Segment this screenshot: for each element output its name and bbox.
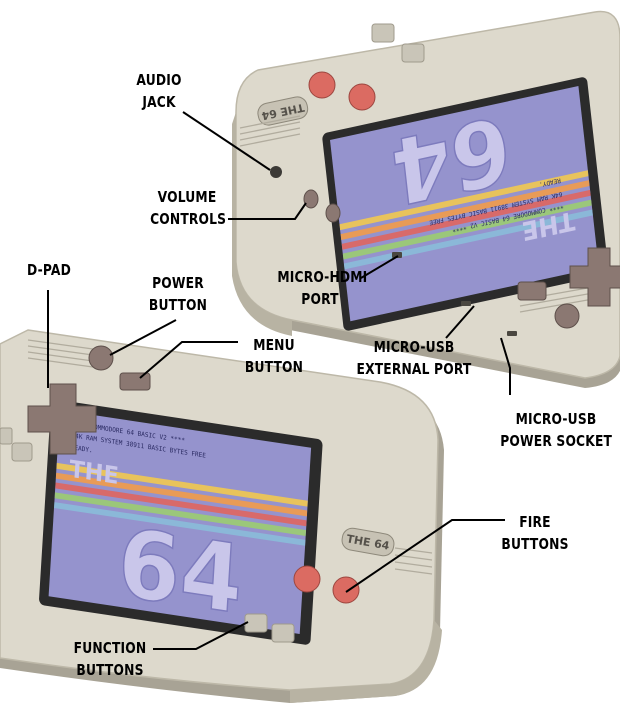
front-dpad[interactable] xyxy=(27,383,97,455)
label-micro-hdmi-port-line-1: MICRO-HDMI xyxy=(277,268,368,286)
label-d-pad-line-1: D-PAD xyxy=(27,261,71,279)
leader-fire-buttons xyxy=(345,519,505,593)
label-fire-buttons: FIRE BUTTONS xyxy=(498,511,572,555)
label-fire-buttons-line-2: BUTTONS xyxy=(501,535,569,553)
label-power-button-line-1: POWER xyxy=(152,274,204,292)
micro-usb-external-socket xyxy=(461,301,471,306)
front-device-side-face xyxy=(290,620,442,703)
label-function-buttons-line-1: FUNCTION xyxy=(73,639,147,657)
label-menu-button: MENU BUTTON xyxy=(241,334,307,378)
label-micro-usb-power-socket-line-1: MICRO-USB xyxy=(515,410,597,428)
leader-micro-usb-power xyxy=(500,337,511,395)
label-power-button: POWER BUTTON xyxy=(145,272,211,316)
label-micro-hdmi-port: MICRO-HDMI PORT xyxy=(277,266,368,310)
label-micro-usb-external-port-line-2: EXTERNAL PORT xyxy=(356,360,472,378)
rear-power-button[interactable] xyxy=(554,303,580,329)
front-screen: **** COMMODORE 64 BASIC V2 **** 64K RAM … xyxy=(39,399,323,645)
rear-function-button-a[interactable] xyxy=(371,23,395,43)
micro-hdmi-socket xyxy=(392,252,402,258)
rear-fire-button-b[interactable] xyxy=(348,83,376,111)
leader-micro-usb-external xyxy=(445,305,475,339)
label-micro-hdmi-port-line-2: PORT xyxy=(301,290,339,308)
label-micro-usb-power-socket-line-2: POWER SOCKET xyxy=(500,432,613,450)
front-screen-line-3: READY. xyxy=(71,444,93,454)
label-audio-jack-line-2: JACK xyxy=(142,93,176,111)
front-function-button-b[interactable] xyxy=(271,623,295,643)
label-micro-usb-power-socket: MICRO-USB POWER SOCKET xyxy=(500,408,612,452)
front-device: **** COMMODORE 64 BASIC V2 **** 64K RAM … xyxy=(0,329,444,703)
front-edge-button-a[interactable] xyxy=(0,427,13,445)
label-audio-jack-line-1: AUDIO xyxy=(136,71,182,89)
front-power-button[interactable] xyxy=(88,345,114,371)
label-volume-controls-line-2: CONTROLS xyxy=(150,210,227,228)
front-logo-badge: THE 64 xyxy=(341,527,395,557)
volume-button-up[interactable] xyxy=(303,189,319,209)
rear-menu-button[interactable] xyxy=(517,281,547,301)
label-micro-usb-external-port: MICRO-USB EXTERNAL PORT xyxy=(353,336,474,380)
label-menu-button-line-2: BUTTON xyxy=(244,358,304,376)
label-power-button-line-2: BUTTON xyxy=(148,296,208,314)
rear-screen-line-3: READY. xyxy=(539,176,561,188)
audio-jack-port xyxy=(270,166,282,178)
rear-screen-display xyxy=(330,85,599,322)
leader-function-buttons xyxy=(153,621,249,650)
front-screen-64: 64 xyxy=(115,507,246,636)
rear-screen: **** COMMODORE 64 BASIC V2 **** 64K RAM … xyxy=(322,77,609,331)
leader-audio-jack xyxy=(182,111,271,171)
front-edge-button-b[interactable] xyxy=(11,442,33,462)
leader-power-button xyxy=(109,319,177,356)
leader-volume-controls xyxy=(228,202,307,220)
rear-device: **** COMMODORE 64 BASIC V2 **** 64K RAM … xyxy=(232,10,620,388)
leader-lines xyxy=(47,111,511,650)
front-grooves xyxy=(27,339,433,575)
leader-micro-hdmi xyxy=(360,255,399,279)
micro-usb-power-socket xyxy=(507,331,517,336)
label-function-buttons-line-2: BUTTONS xyxy=(76,661,144,679)
front-fire-button-b[interactable] xyxy=(332,576,360,604)
rear-dpad[interactable] xyxy=(569,247,620,307)
front-fire-button-a[interactable] xyxy=(293,565,321,593)
rear-screen-stripes xyxy=(339,170,593,270)
label-menu-button-line-1: MENU xyxy=(253,336,295,354)
rear-function-button-b[interactable] xyxy=(401,43,425,63)
front-function-button-a[interactable] xyxy=(244,613,268,633)
label-micro-usb-external-port-line-1: MICRO-USB xyxy=(373,338,455,356)
label-volume-controls: VOLUME CONTROLS xyxy=(150,186,227,230)
label-volume-controls-line-1: VOLUME xyxy=(157,188,217,206)
label-fire-buttons-line-1: FIRE xyxy=(519,513,551,531)
front-screen-stripes xyxy=(53,462,308,546)
rear-fire-button-a[interactable] xyxy=(308,71,336,99)
leader-menu-button xyxy=(139,341,238,379)
label-audio-jack: AUDIO JACK xyxy=(130,69,187,113)
volume-button-down[interactable] xyxy=(325,203,341,223)
rear-screen-64: 64 xyxy=(386,94,516,224)
label-function-buttons: FUNCTION BUTTONS xyxy=(66,637,155,681)
label-d-pad: D-PAD xyxy=(22,259,76,281)
front-menu-button[interactable] xyxy=(119,372,151,391)
